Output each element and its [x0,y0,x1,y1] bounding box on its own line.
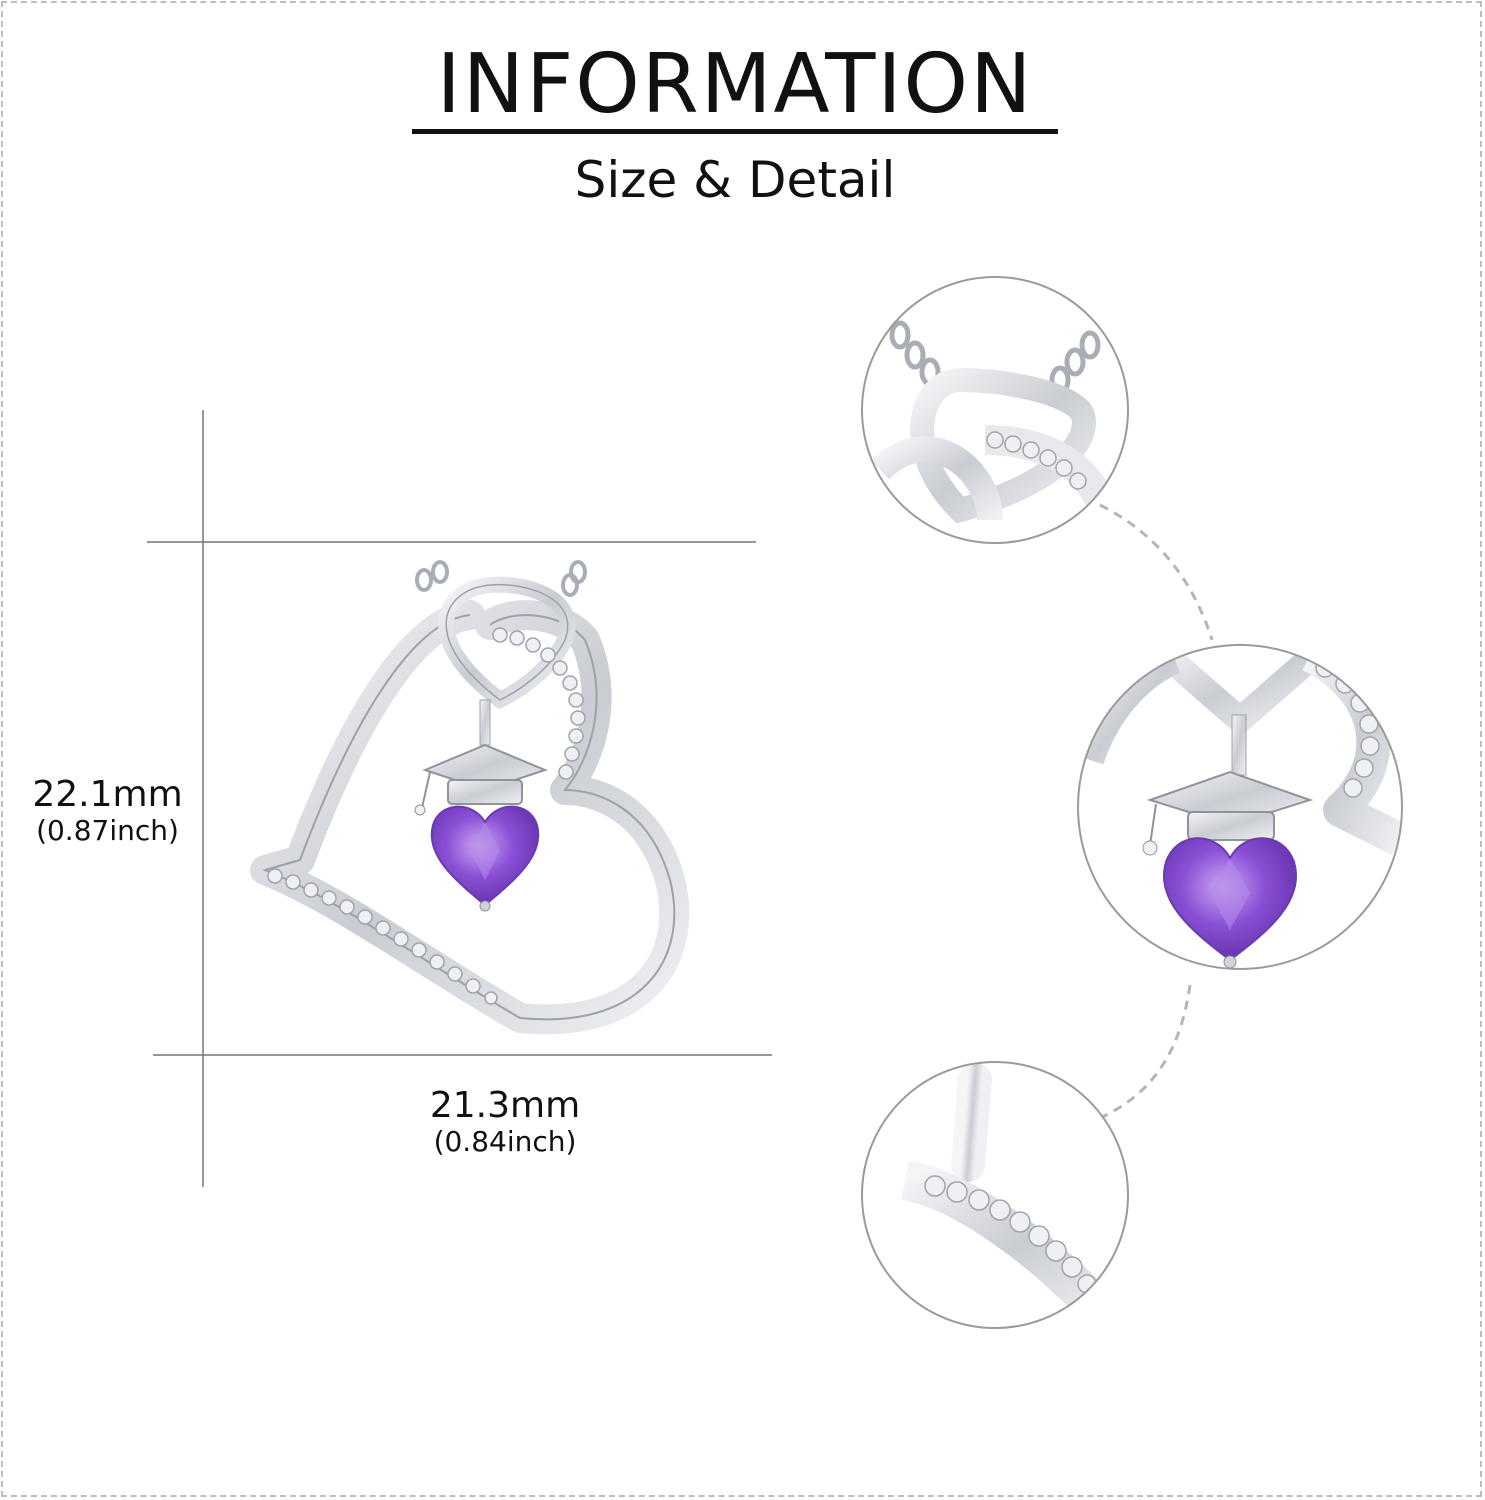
title-underline [412,129,1058,134]
height-inch: (0.87inch) [36,814,179,847]
height-dimension: 22.1mm (0.87inch) [20,775,195,847]
width-dimension: 21.3mm (0.84inch) [400,1086,610,1158]
connector-arcs [1099,503,1214,1120]
page-title: INFORMATION [436,37,1034,132]
dimension-lines [147,410,772,1187]
width-inch: (0.84inch) [433,1125,577,1158]
height-mm: 22.1mm [32,774,183,815]
detail-circle-knot [861,276,1129,544]
width-mm: 21.3mm [429,1085,581,1126]
detail-circle-gem [1077,644,1403,970]
detail-circle-pave [861,1061,1129,1329]
page-subtitle: Size & Detail [574,151,896,209]
pendant-main [250,560,690,1035]
